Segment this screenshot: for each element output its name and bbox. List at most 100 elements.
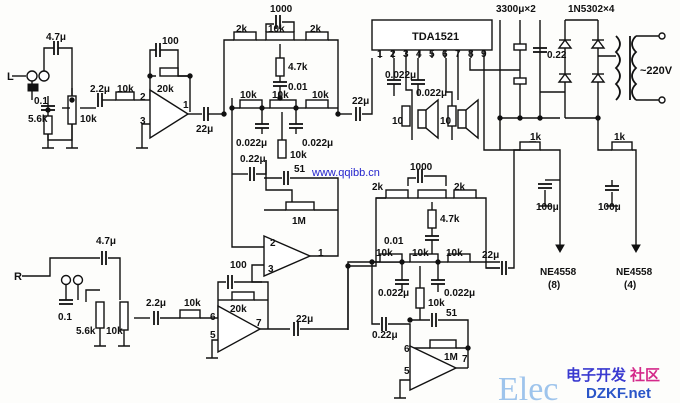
wire — [499, 20, 560, 119]
ground-symbol — [94, 340, 106, 347]
component-label: 4.7k — [288, 62, 308, 73]
op-amp-left-2 — [263, 234, 312, 278]
output-arrow — [631, 244, 641, 254]
junction-dot — [335, 111, 341, 117]
pin-label: 6 — [404, 344, 410, 355]
capacitor-label: 3300μ×2 — [496, 4, 536, 15]
resistor — [447, 253, 471, 263]
wire — [310, 238, 339, 257]
pin-label: 1 — [318, 248, 324, 259]
junction-dot — [187, 73, 193, 79]
wire — [405, 58, 413, 140]
component-label: 100μ — [598, 202, 621, 213]
wire — [424, 175, 447, 186]
ground-symbol — [42, 142, 54, 149]
component-label: 0.022μ — [444, 288, 475, 299]
wire — [85, 289, 100, 302]
pin-label: 3 — [140, 116, 146, 127]
wire — [438, 319, 469, 368]
pin-number: 7 — [455, 49, 461, 60]
ground-symbol — [539, 200, 551, 207]
component-label: 10k — [272, 90, 289, 101]
component-label: 51 — [446, 308, 458, 319]
component-label: 0.01 — [384, 236, 404, 247]
rectifier-diode — [557, 38, 573, 49]
junction-dot — [369, 259, 375, 265]
component-label: 1k — [530, 132, 542, 143]
wire — [265, 160, 293, 210]
pin-number: 4 — [416, 49, 422, 60]
component-label: 20k — [157, 84, 174, 95]
pin-number: 1 — [377, 49, 383, 60]
component-label: NE4558 — [616, 267, 653, 278]
ground-symbol — [118, 340, 130, 347]
component-label: NE4558 — [540, 267, 577, 278]
component-label: 2.2μ — [146, 298, 166, 309]
wire — [223, 39, 234, 114]
junction-dot — [229, 105, 235, 111]
potentiometer — [269, 99, 297, 109]
wire — [231, 174, 264, 248]
watermark-site-name: 电子开发 — [566, 366, 627, 384]
component-label: 2k — [454, 182, 466, 193]
component-label: 10 — [392, 116, 404, 127]
junction-dot — [69, 97, 75, 103]
pin-number: 5 — [429, 49, 435, 60]
junction-dot — [435, 259, 441, 265]
terminal — [658, 32, 666, 40]
junction-dot — [221, 111, 227, 117]
pin-number: 8 — [468, 49, 474, 60]
wire — [22, 257, 72, 277]
resistor — [239, 99, 263, 109]
op-amp-right-1 — [217, 304, 262, 354]
wire — [399, 379, 410, 392]
component-label: 10k — [117, 84, 134, 95]
component-label: 5.6k — [76, 326, 96, 337]
pin-label: 7 — [462, 354, 468, 365]
resistor — [611, 141, 633, 151]
component-label: 0.1 — [58, 312, 72, 323]
wire — [43, 47, 54, 71]
pin-number: 2 — [390, 49, 396, 60]
resistor — [519, 141, 541, 151]
filter-capacitor — [513, 77, 527, 85]
component-label: 4.7k — [440, 214, 460, 225]
wire — [540, 55, 616, 93]
pin-label: 7 — [256, 318, 262, 329]
component-label: 0.22 — [547, 50, 567, 61]
resistor — [43, 115, 53, 135]
component-label: 22μ — [296, 314, 313, 325]
speaker — [457, 98, 479, 140]
component-label: 10k — [240, 90, 257, 101]
junction-dot — [399, 259, 405, 265]
component-label: 10k — [412, 248, 429, 259]
resistor — [385, 189, 409, 199]
junction-dot — [293, 105, 299, 111]
ground-symbol — [606, 200, 618, 207]
wire — [636, 35, 660, 101]
watermark-site-suffix: 社区 — [629, 366, 660, 384]
component-label: 22μ — [196, 124, 213, 135]
resistor — [277, 139, 287, 159]
junction-dot — [497, 115, 503, 121]
rectifier-diode — [557, 72, 573, 83]
component-label: 10k — [290, 150, 307, 161]
junction-dot — [465, 345, 471, 351]
filter-capacitor — [513, 43, 527, 51]
resistor — [179, 309, 201, 319]
input-jack — [26, 70, 38, 82]
component-label: 2k — [236, 24, 248, 35]
resistor — [453, 189, 477, 199]
junction-dot — [595, 115, 601, 121]
component-label: 0.022μ — [302, 138, 333, 149]
ground-symbol — [136, 142, 148, 149]
ground-symbol — [206, 352, 218, 359]
op-amp-left-1 — [149, 88, 190, 140]
junction-dot — [345, 263, 351, 269]
component-label: 4.7μ — [96, 236, 116, 247]
component-label: 1M — [444, 352, 458, 363]
resistor — [305, 99, 329, 109]
pin-label: 1 — [183, 100, 189, 111]
